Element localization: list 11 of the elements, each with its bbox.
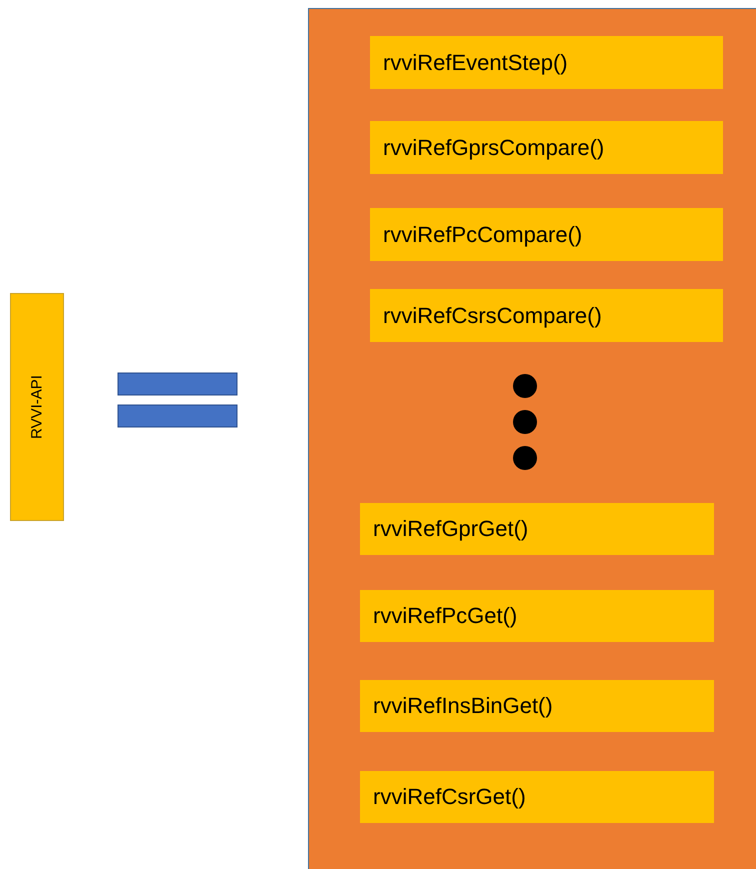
container-panel: [308, 8, 756, 869]
function-box: rvviRefPcGet(): [360, 590, 714, 642]
api-box: [10, 293, 64, 521]
function-box: rvviRefPcCompare(): [370, 208, 723, 261]
function-box: rvviRefGprsCompare(): [370, 121, 723, 174]
function-box: rvviRefGprGet(): [360, 503, 714, 555]
function-box: rvviRefCsrGet(): [360, 771, 714, 823]
function-box: rvviRefCsrsCompare(): [370, 289, 723, 342]
api-label: RVVI-API: [28, 375, 46, 439]
function-box: rvviRefInsBinGet(): [360, 680, 714, 732]
function-box: rvviRefEventStep(): [370, 36, 723, 89]
